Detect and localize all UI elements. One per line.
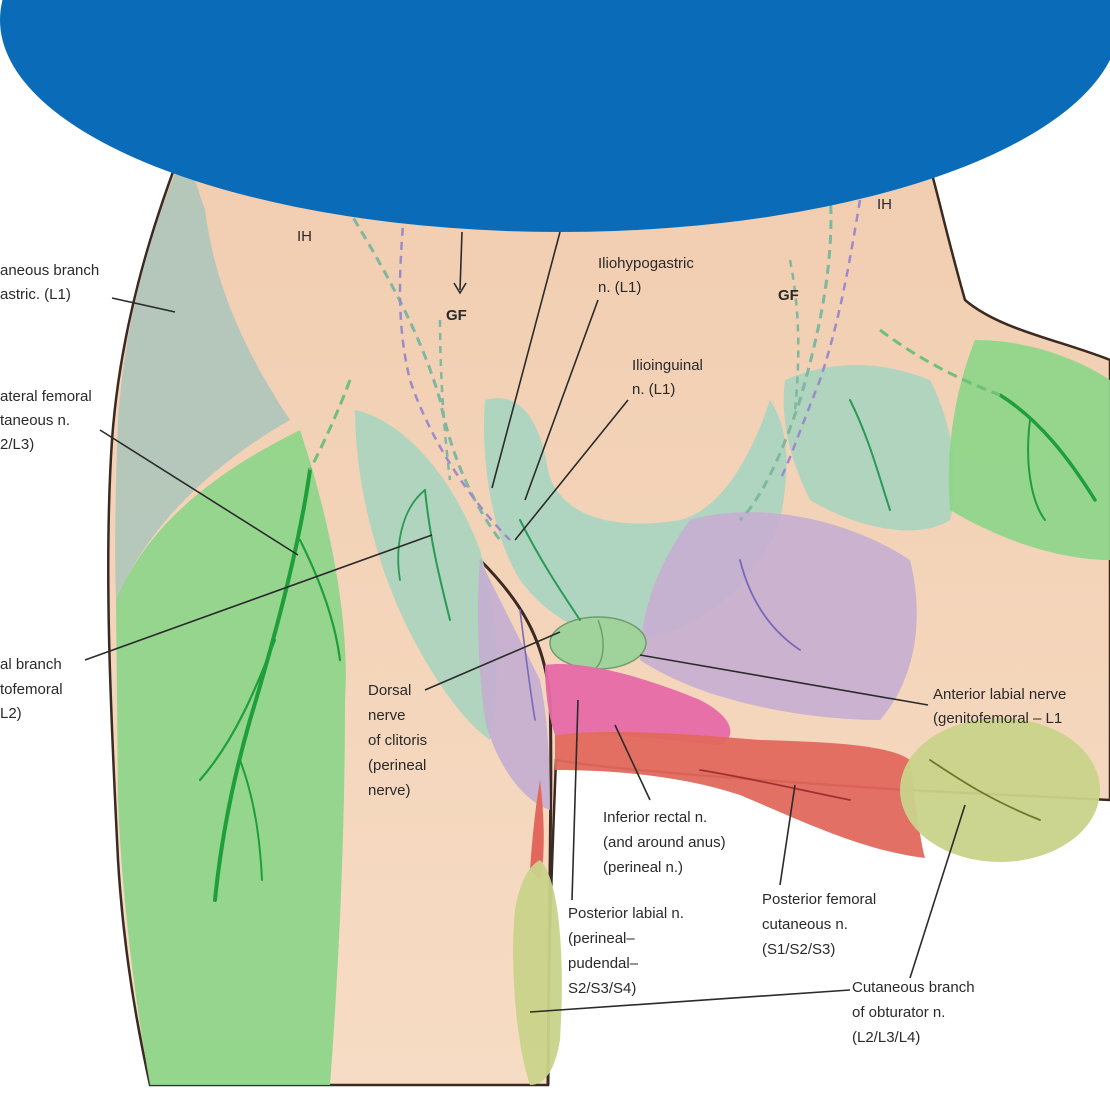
label-obturator-2: of obturator n. bbox=[852, 1004, 945, 1021]
zone-genitofemoral-left bbox=[355, 410, 497, 740]
label-inf-rectal-3: (perineal n.) bbox=[603, 859, 683, 876]
zone-posterior-femoral-left bbox=[530, 780, 544, 880]
label-fem-branch-2: tofemoral bbox=[0, 681, 63, 698]
zone-lateral-femoral-right bbox=[948, 340, 1110, 560]
label-obturator-3: (L2/L3/L4) bbox=[852, 1029, 920, 1046]
label-ant-labial-2: (genitofemoral – L1 bbox=[933, 710, 1062, 727]
label-inf-rectal-1: Inferior rectal n. bbox=[603, 809, 707, 826]
label-dorsal-5: nerve) bbox=[368, 782, 411, 799]
leader-lines bbox=[84, 231, 966, 1013]
label-dorsal-1: Dorsal bbox=[368, 682, 411, 699]
label-post-labial-1: Posterior labial n. bbox=[568, 905, 684, 922]
label-gf-right: GF bbox=[778, 287, 799, 304]
label-obturator-1: Cutaneous branch bbox=[852, 979, 975, 996]
label-cut-ih-2: astric. (L1) bbox=[0, 286, 71, 303]
label-iliohypogastric-2: n. (L1) bbox=[598, 279, 641, 296]
dashed-nerve-paths bbox=[308, 179, 1001, 541]
label-post-fem-2: cutaneous n. bbox=[762, 916, 848, 933]
label-ilioinguinal-2: n. (L1) bbox=[632, 381, 675, 398]
label-ant-labial-1: Anterior labial nerve bbox=[933, 686, 1066, 703]
blue-banner-shape bbox=[0, 0, 1110, 232]
label-post-labial-4: S2/S3/S4) bbox=[568, 980, 636, 997]
label-ih-left: IH bbox=[297, 228, 312, 245]
label-dorsal-4: (perineal bbox=[368, 757, 426, 774]
label-ih-right: IH bbox=[877, 196, 892, 213]
label-lat-fem-3: 2/L3) bbox=[0, 436, 34, 453]
zone-posterior-labial bbox=[545, 664, 731, 745]
clitoral-hood bbox=[549, 616, 647, 670]
label-inf-rectal-2: (and around anus) bbox=[603, 834, 726, 851]
label-fem-branch-1: al branch bbox=[0, 656, 62, 673]
zone-obturator-left bbox=[513, 860, 562, 1085]
label-ilioinguinal-1: Ilioinguinal bbox=[632, 357, 703, 374]
zone-obturator-right bbox=[900, 718, 1100, 862]
label-post-fem-3: (S1/S2/S3) bbox=[762, 941, 835, 958]
zone-iliohypogastric-left bbox=[115, 150, 290, 600]
label-lat-fem-1: ateral femoral bbox=[0, 388, 92, 405]
zone-lateral-femoral-left bbox=[116, 430, 346, 1085]
label-fem-branch-3: L2) bbox=[0, 705, 22, 722]
label-cut-ih-1: aneous branch bbox=[0, 262, 99, 279]
label-iliohypogastric-1: Iliohypogastric bbox=[598, 255, 694, 272]
nerve-branches bbox=[198, 393, 1097, 902]
zone-labia-right bbox=[640, 512, 917, 720]
zone-labia-left bbox=[477, 560, 550, 810]
zone-inferior-rectal bbox=[555, 732, 925, 858]
labels: IH IH GF GF Iliohypogastric n. (L1) Ilio… bbox=[0, 196, 1066, 1046]
label-lat-fem-2: taneous n. bbox=[0, 412, 70, 429]
clitoral-divide bbox=[595, 619, 604, 669]
label-gf-left: GF bbox=[446, 307, 467, 324]
label-dorsal-2: nerve bbox=[368, 707, 406, 724]
label-post-labial-3: pudendal– bbox=[568, 955, 639, 972]
label-dorsal-3: of clitoris bbox=[368, 732, 427, 749]
label-post-fem-1: Posterior femoral bbox=[762, 891, 876, 908]
label-post-labial-2: (perineal– bbox=[568, 930, 635, 947]
